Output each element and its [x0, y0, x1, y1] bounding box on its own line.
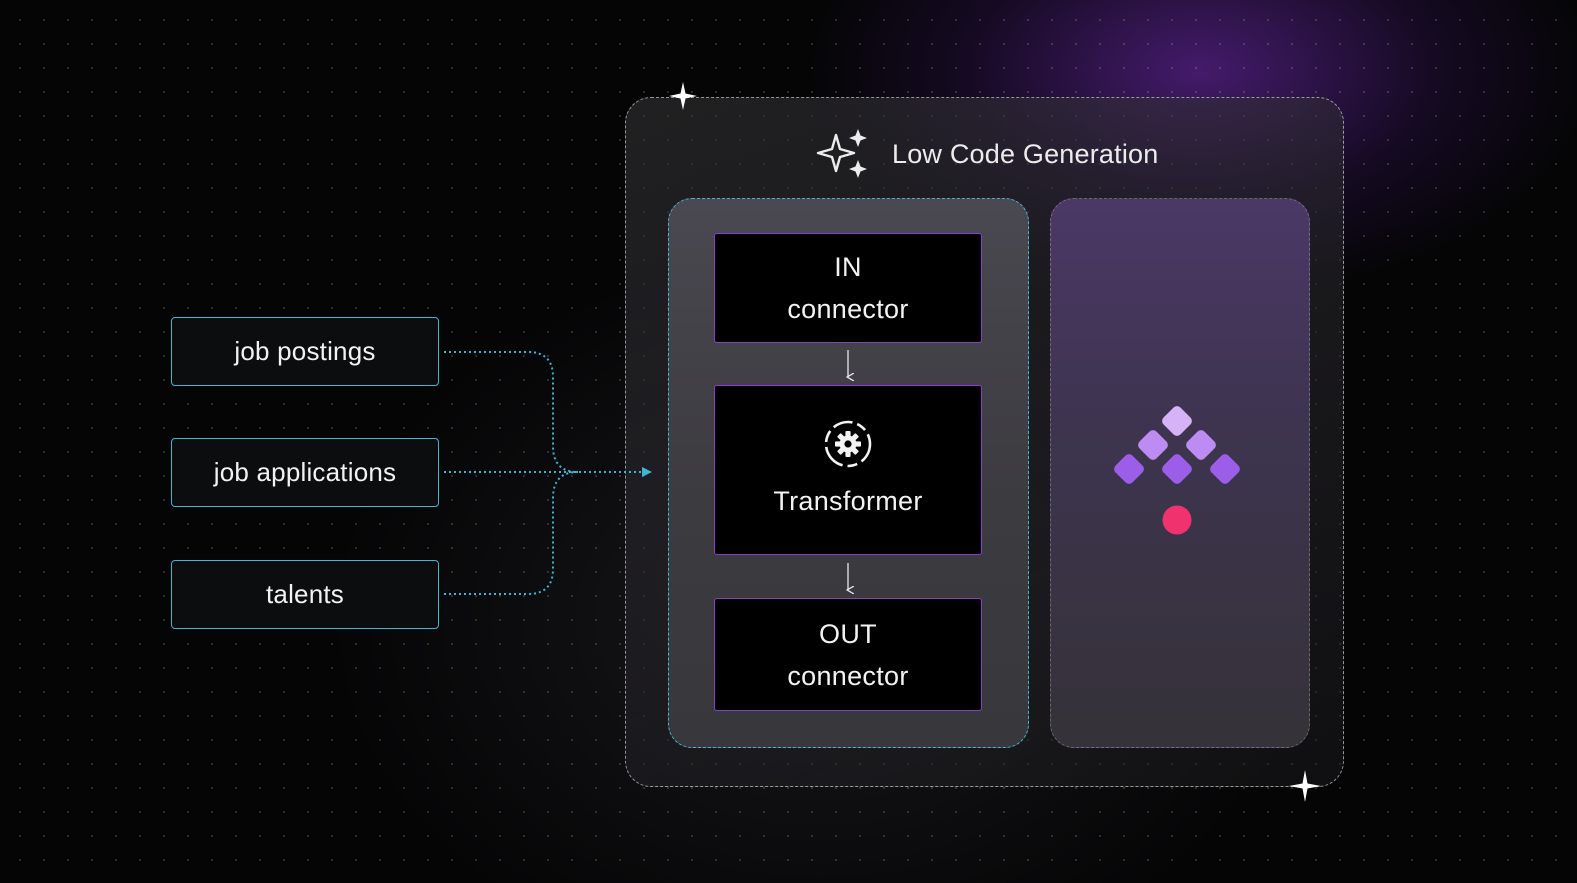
gear-icon	[824, 420, 872, 468]
out-connector-line2: connector	[787, 660, 909, 691]
source-talents[interactable]: talents	[171, 560, 439, 629]
feed-line-talents	[444, 471, 579, 595]
frame-title-row: Low Code Generation	[816, 126, 1158, 182]
out-connector-line1: OUT	[819, 618, 877, 649]
corner-sparkle-icon	[669, 82, 697, 110]
corner-sparkle-icon	[1289, 770, 1321, 802]
in-connector-line1: IN	[834, 252, 862, 282]
in-connector-line2: connector	[787, 294, 909, 324]
out-connector-node[interactable]: OUT connector	[714, 598, 982, 711]
in-connector-node[interactable]: IN connector	[714, 233, 982, 343]
feed-line-job-postings	[444, 351, 579, 473]
transformer-node[interactable]: Transformer	[714, 385, 982, 555]
source-job-postings[interactable]: job postings	[171, 317, 439, 386]
source-job-applications[interactable]: job applications	[171, 438, 439, 507]
brand-logo-icon	[1114, 406, 1240, 535]
sparkles-icon	[816, 129, 867, 178]
transformer-label: Transformer	[773, 486, 923, 516]
frame-title: Low Code Generation	[892, 138, 1159, 169]
